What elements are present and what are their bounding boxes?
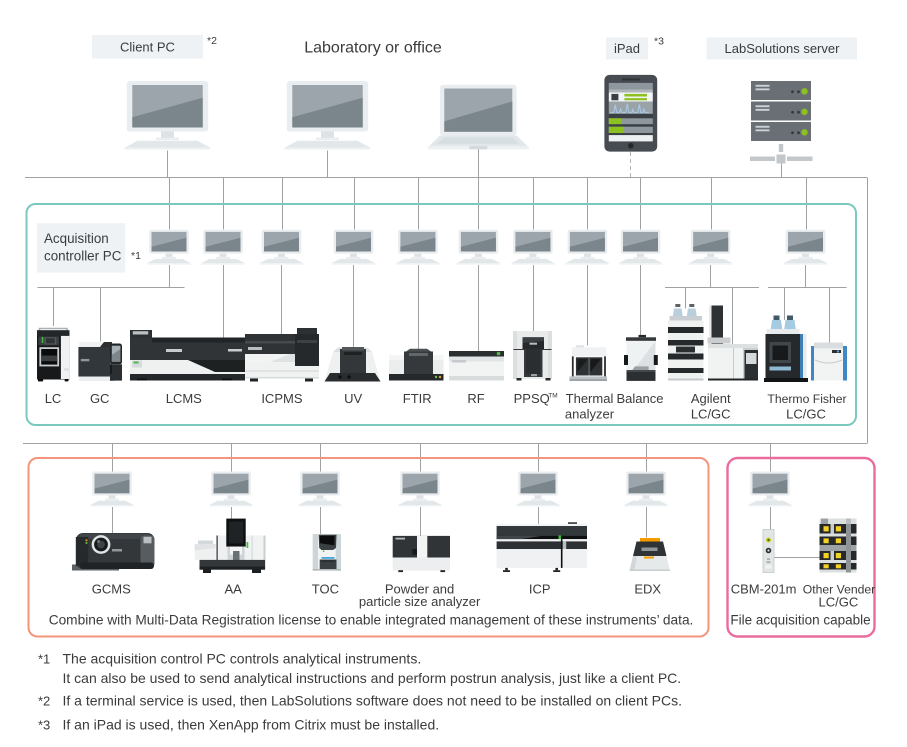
svg-text:File acquisition capable: File acquisition capable: [730, 612, 870, 627]
svg-text:Acquisition: Acquisition: [44, 231, 109, 246]
svg-text:PPSQ: PPSQ: [514, 391, 550, 406]
svg-text:*2: *2: [38, 694, 50, 709]
svg-text:GC: GC: [90, 391, 110, 406]
svg-text:Balance: Balance: [617, 391, 664, 406]
svg-text:FTIR: FTIR: [403, 391, 432, 406]
svg-text:particle size analyzer: particle size analyzer: [359, 594, 481, 609]
svg-text:It can also be used to send an: It can also be used to send analytical i…: [63, 670, 682, 686]
svg-text:LC: LC: [45, 391, 62, 406]
svg-text:LC/GC: LC/GC: [691, 407, 731, 422]
svg-text:GCMS: GCMS: [92, 582, 131, 597]
svg-text:CBM-201m: CBM-201m: [731, 582, 797, 597]
svg-text:If a terminal service is used,: If a terminal service is used, then LabS…: [63, 693, 682, 709]
svg-text:iPad: iPad: [614, 41, 640, 56]
svg-text:analyzer: analyzer: [565, 407, 615, 422]
svg-text:AA: AA: [225, 582, 243, 597]
svg-text:The acquisition control PC con: The acquisition control PC controls anal…: [63, 651, 422, 667]
svg-text:EDX: EDX: [634, 582, 661, 597]
svg-text:Combine with Multi-Data Regist: Combine with Multi-Data Registration lic…: [49, 612, 694, 627]
svg-text:If an iPad is used, then XenAp: If an iPad is used, then XenApp from Cit…: [63, 717, 440, 733]
svg-text:Powder and: Powder and: [385, 582, 454, 597]
svg-text:Laboratory or office: Laboratory or office: [304, 40, 442, 57]
svg-text:LCMS: LCMS: [166, 391, 202, 406]
svg-text:*1: *1: [38, 652, 50, 667]
svg-text:LabSolutions server: LabSolutions server: [725, 41, 841, 56]
svg-text:controller PC: controller PC: [44, 249, 122, 264]
svg-text:ICPMS: ICPMS: [261, 391, 303, 406]
svg-text:Thermal: Thermal: [566, 391, 614, 406]
svg-text:ICP: ICP: [529, 582, 551, 597]
svg-text:UV: UV: [344, 391, 362, 406]
svg-text:LC/GC: LC/GC: [786, 407, 826, 422]
svg-text:*3: *3: [654, 36, 664, 48]
svg-text:RF: RF: [467, 391, 484, 406]
svg-text:*1: *1: [131, 250, 141, 262]
svg-text:*2: *2: [207, 35, 217, 47]
svg-text:TM: TM: [548, 393, 557, 400]
svg-text:*3: *3: [38, 718, 50, 733]
svg-text:Client PC: Client PC: [120, 40, 175, 55]
svg-text:TOC: TOC: [312, 582, 339, 597]
svg-text:Agilent: Agilent: [691, 391, 731, 406]
svg-text:LC/GC: LC/GC: [819, 595, 859, 610]
svg-text:Other Vender: Other Vender: [803, 583, 876, 597]
svg-text:Thermo Fisher: Thermo Fisher: [767, 392, 846, 406]
